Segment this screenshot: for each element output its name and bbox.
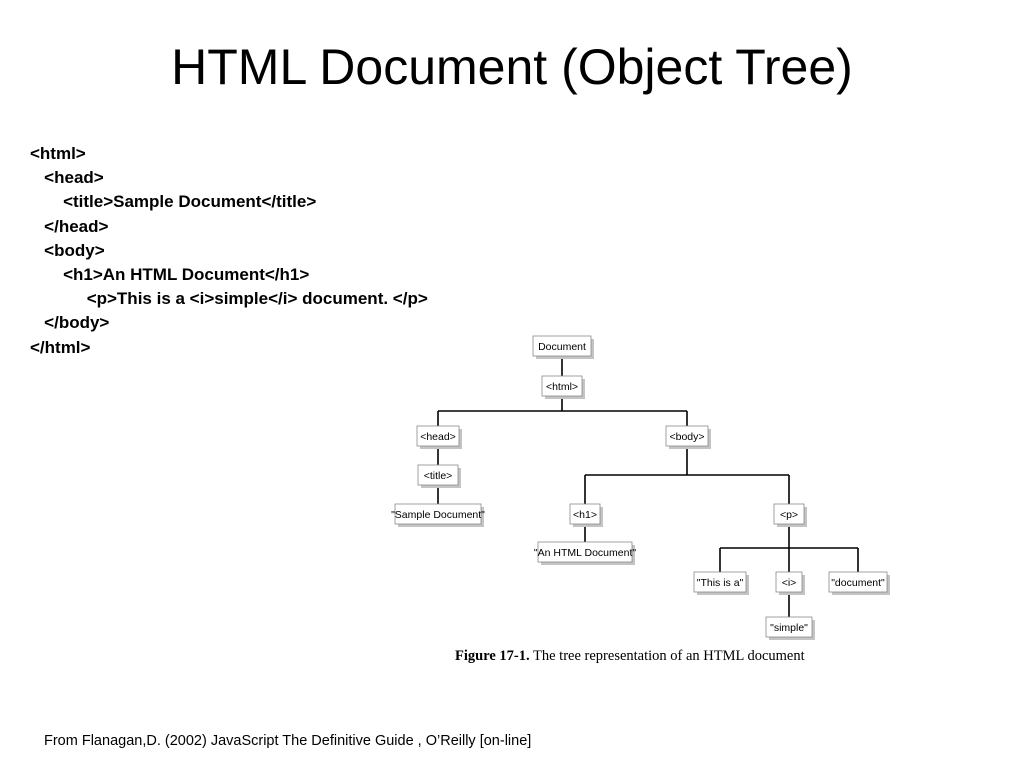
tree-node-label: <html>: [546, 381, 578, 393]
tree-node-document-text: "document": [828, 571, 890, 595]
tree-node-an-html-document: "An HTML Document": [534, 541, 636, 565]
tree-node-label: <h1>: [573, 509, 597, 521]
source-citation: From Flanagan,D. (2002) JavaScript The D…: [44, 733, 532, 749]
code-line: </body>: [44, 313, 110, 333]
slide-title: HTML Document (Object Tree): [171, 39, 853, 95]
html-source-code: <html> <head> <title>Sample Document</ti…: [30, 142, 428, 360]
tree-node-body: <body>: [665, 425, 711, 449]
code-line: <title>Sample Document</title>: [63, 192, 317, 212]
code-line: <html>: [30, 144, 86, 163]
tree-node-label: <i>: [782, 577, 797, 589]
tree-node-label: "This is a": [697, 577, 744, 589]
code-line: <p>This is a <i>simple</i> document. </p…: [86, 289, 428, 309]
tree-node-label: <title>: [424, 470, 453, 482]
tree-node-html: <html>: [541, 375, 585, 399]
code-line: <head>: [44, 168, 104, 188]
tree-node-sample-document: "Sample Document": [391, 503, 485, 527]
code-line: </html>: [30, 337, 91, 357]
tree-node-label: Document: [538, 341, 586, 353]
tree-node-label: <p>: [780, 509, 798, 521]
figure-caption: Figure 17-1. The tree representation of …: [455, 648, 805, 665]
code-line: <body>: [44, 240, 105, 260]
figure-number: Figure 17-1.: [455, 648, 530, 664]
tree-node-this-is-a: "This is a": [693, 571, 749, 595]
tree-node-head: <head>: [416, 425, 462, 449]
tree-node-p: <p>: [773, 503, 807, 527]
tree-node-h1: <h1>: [569, 503, 603, 527]
tree-node-label: "document": [831, 577, 885, 589]
dom-tree-diagram: Document <html> <head> <body> <title> "Sample…: [391, 335, 890, 640]
tree-node-simple: "simple": [765, 616, 815, 640]
tree-node-title: <title>: [417, 464, 461, 488]
tree-node-label: "An HTML Document": [534, 547, 636, 559]
tree-node-document: Document: [532, 335, 594, 359]
tree-node-label: "Sample Document": [391, 509, 485, 521]
figure-caption-text: The tree representation of an HTML docum…: [533, 648, 805, 664]
tree-node-i: <i>: [775, 571, 805, 595]
code-line: <h1>An HTML Document</h1>: [63, 264, 310, 284]
tree-node-label: "simple": [770, 622, 808, 634]
tree-node-label: <body>: [669, 431, 704, 443]
code-line: </head>: [44, 216, 109, 236]
dom-tree-figure: Document <html> <head> <body> <title> "Sample…: [380, 330, 920, 670]
tree-node-label: <head>: [420, 431, 456, 443]
